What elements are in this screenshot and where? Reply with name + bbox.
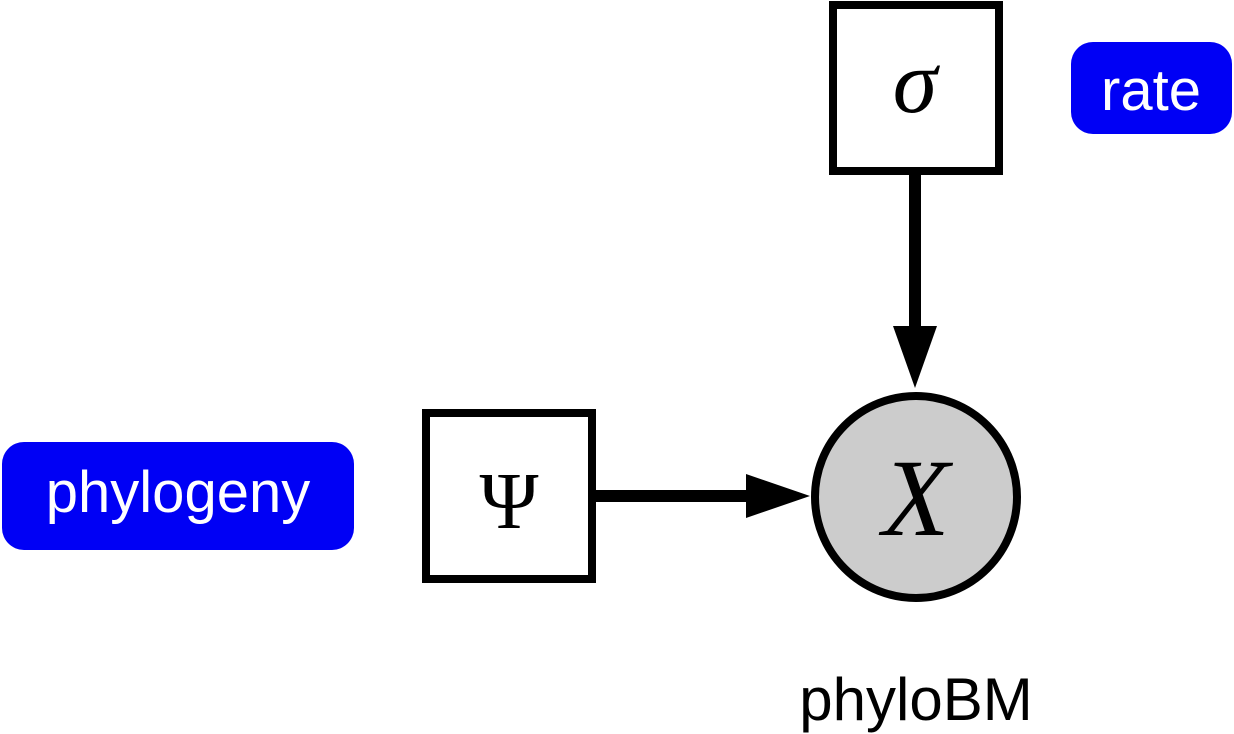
rate-label: rate [1101, 58, 1201, 123]
rate-tag: rate [1071, 42, 1232, 134]
node-psi[interactable]: Ψ [422, 409, 596, 583]
psi-symbol: Ψ [479, 458, 538, 546]
node-x[interactable]: X [811, 392, 1021, 602]
distribution-caption: phyloBM [799, 666, 1032, 733]
edge-psi-to-x [596, 474, 810, 518]
phylogeny-label: phylogeny [46, 460, 310, 525]
sigma-symbol: σ [893, 33, 941, 132]
arrowhead-icon [893, 326, 937, 388]
edge-sigma-to-x [893, 175, 937, 388]
arrowhead-icon [746, 474, 810, 518]
node-sigma[interactable]: σ [829, 1, 1003, 175]
x-symbol: X [878, 437, 953, 559]
phylogeny-tag: phylogeny [2, 442, 354, 550]
